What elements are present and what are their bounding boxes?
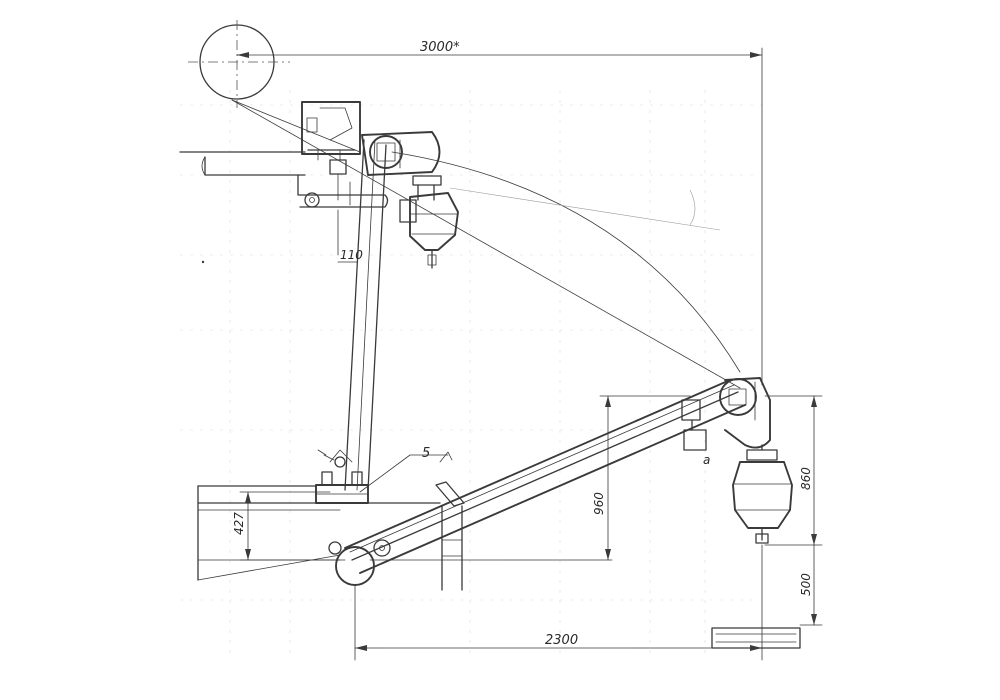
swing-arc bbox=[391, 151, 741, 373]
lower-left-pulley bbox=[328, 539, 391, 586]
upper-head bbox=[361, 131, 442, 223]
lower-trolley bbox=[315, 449, 369, 504]
top-drum bbox=[188, 20, 290, 108]
sheet-grid bbox=[180, 90, 770, 660]
marker-5-label: 5 bbox=[422, 446, 430, 461]
dimension-110-label: 110 bbox=[340, 248, 363, 262]
marker-5 bbox=[359, 451, 453, 493]
dimension-2300-label: 2300 bbox=[545, 633, 578, 648]
dimension-500 bbox=[799, 544, 823, 626]
speck bbox=[201, 260, 205, 264]
lower-right-hopper bbox=[732, 461, 793, 544]
dimension-3000-label: 3000* bbox=[420, 40, 460, 55]
dimension-960 bbox=[369, 395, 691, 561]
dimension-427 bbox=[239, 491, 346, 561]
tension-line bbox=[231, 99, 741, 389]
diagonal-boom bbox=[344, 379, 746, 574]
upper-hopper bbox=[409, 192, 459, 269]
receiving-box bbox=[711, 627, 801, 649]
dimension-860-label: 860 bbox=[799, 467, 813, 490]
dimension-3000 bbox=[236, 47, 763, 386]
dimension-427-label: 427 bbox=[232, 512, 246, 535]
ghost-lines bbox=[449, 187, 721, 231]
upper-trolley bbox=[297, 101, 389, 208]
dimension-960-label: 960 bbox=[592, 492, 606, 515]
lower-right-head bbox=[681, 377, 778, 461]
dimension-500-label: 500 bbox=[799, 573, 813, 596]
upper-beam bbox=[179, 151, 306, 176]
vertical-column bbox=[337, 139, 387, 491]
dimension-860 bbox=[764, 395, 823, 546]
support-post bbox=[435, 481, 465, 591]
tension-line-2 bbox=[231, 99, 361, 153]
small-mark-label: a bbox=[703, 453, 710, 467]
